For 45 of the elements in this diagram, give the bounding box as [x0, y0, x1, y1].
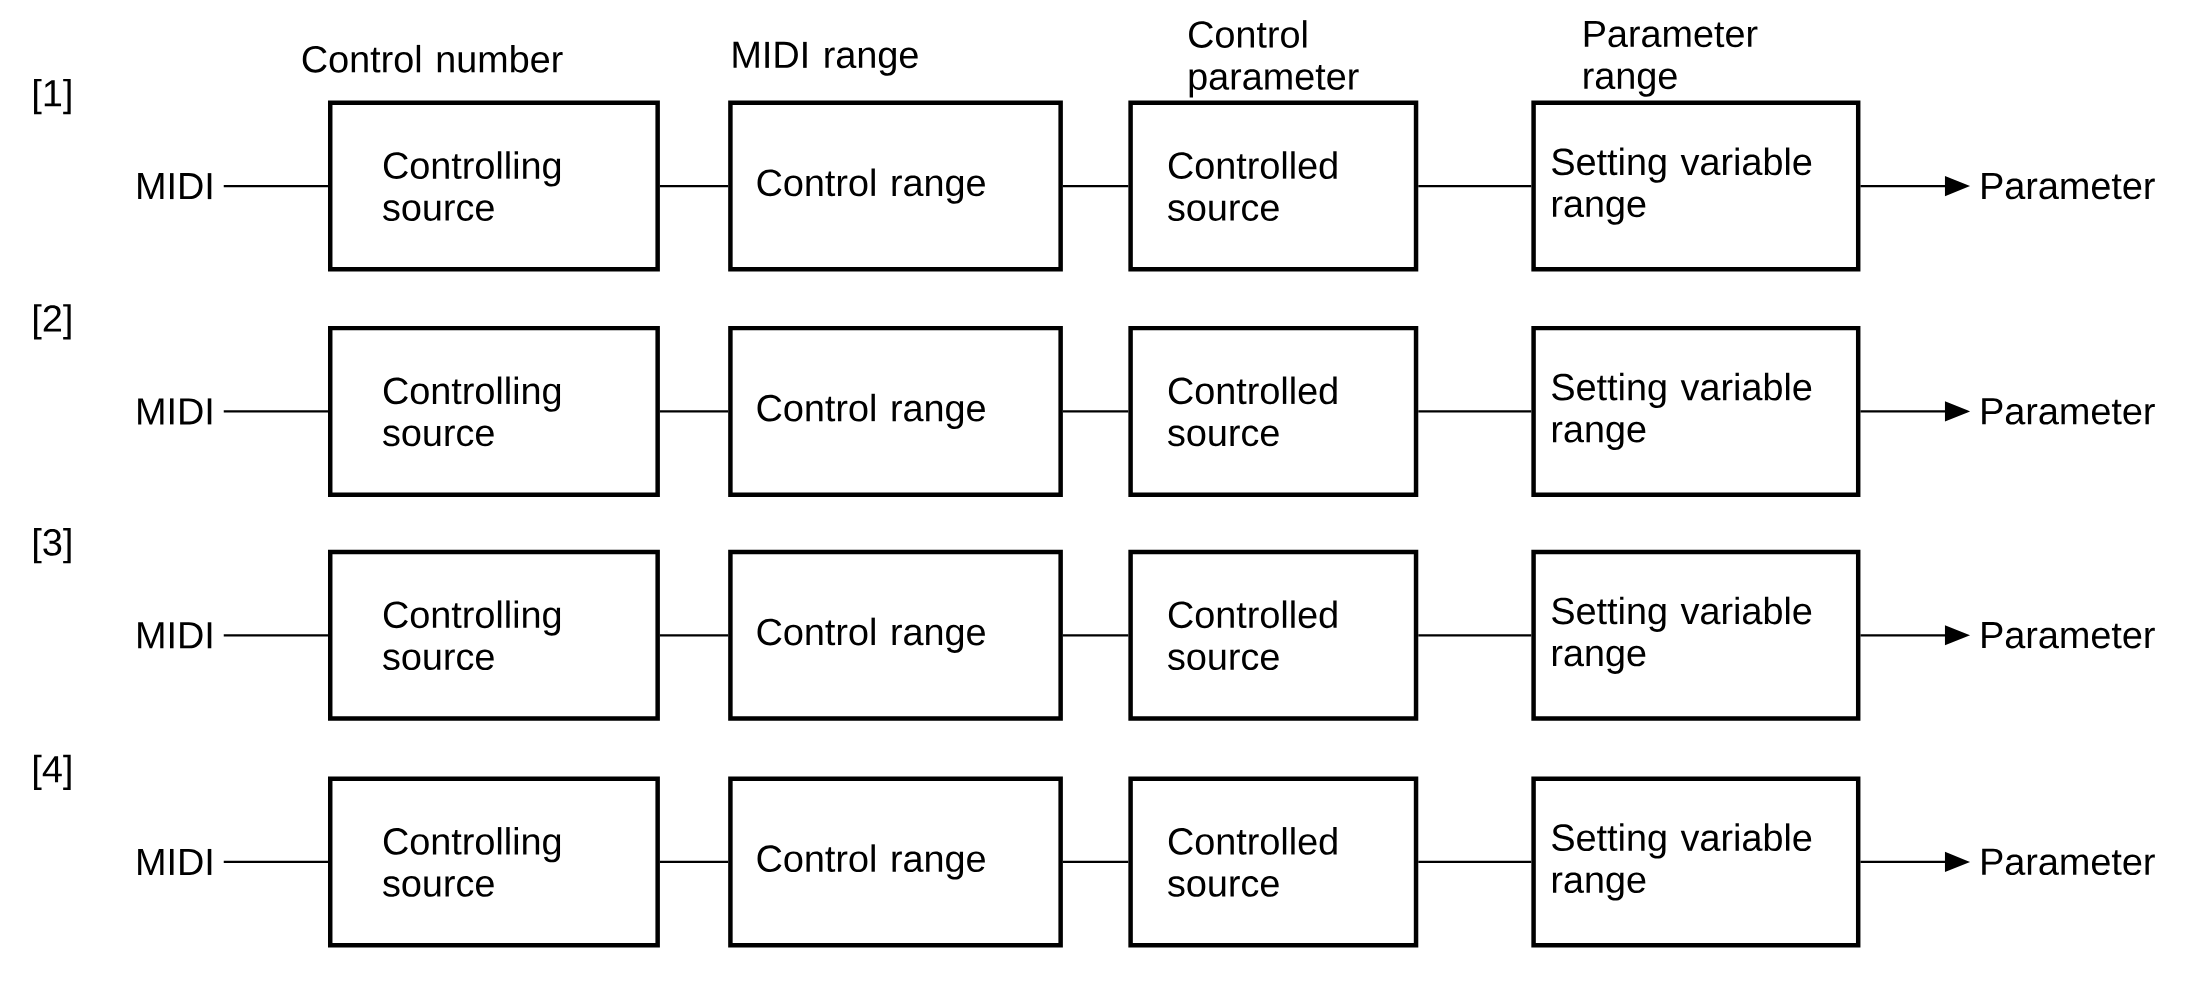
output-label: Parameter — [1982, 172, 2155, 200]
connector-line — [1062, 410, 1129, 413]
process-box: Controlled source — [1128, 100, 1419, 272]
connector-line — [223, 860, 328, 864]
process-box: Controlled source — [1128, 776, 1419, 948]
connector-line — [659, 184, 729, 188]
connector-line — [1418, 184, 1532, 188]
connector-line — [1062, 860, 1129, 864]
process-box: Control range — [728, 100, 1063, 272]
connector-line — [1062, 184, 1129, 188]
input-label: MIDI — [138, 173, 212, 200]
connector-line — [223, 634, 328, 637]
connector-line — [1062, 634, 1129, 637]
connector-line — [1418, 410, 1532, 413]
process-box: Controlling source — [328, 325, 660, 497]
input-label: MIDI — [138, 622, 212, 649]
connector-line — [659, 860, 729, 864]
connector-line — [223, 410, 328, 413]
output-label: Parameter — [1982, 622, 2155, 649]
process-box: Controlling source — [328, 549, 660, 721]
connector-line — [1418, 860, 1532, 864]
row-number: [4] — [34, 754, 71, 790]
input-label: MIDI — [138, 848, 212, 875]
row-number: [1] — [34, 78, 71, 115]
process-box: Setting variable range — [1531, 549, 1861, 721]
connector-line — [223, 184, 328, 188]
output-label: Parameter — [1982, 398, 2155, 425]
process-box: Setting variable range — [1531, 100, 1861, 272]
input-label: MIDI — [138, 398, 212, 425]
process-box: Control range — [728, 549, 1063, 721]
process-box: Controlling source — [328, 776, 660, 948]
process-box: Control range — [728, 776, 1063, 948]
connector-line — [1418, 634, 1532, 637]
process-box: Control range — [728, 325, 1063, 497]
process-box: Controlled source — [1128, 549, 1419, 721]
process-box: Controlling source — [328, 100, 660, 272]
process-box: Setting variable range — [1531, 325, 1861, 497]
connector-line — [659, 634, 729, 637]
process-box: Setting variable range — [1531, 776, 1861, 948]
process-box: Controlled source — [1128, 325, 1419, 497]
connector-line — [659, 410, 729, 413]
row-number: [2] — [34, 304, 71, 340]
output-label: Parameter — [1982, 848, 2155, 876]
column-header: MIDI range — [733, 41, 918, 76]
row-number: [3] — [34, 528, 71, 564]
